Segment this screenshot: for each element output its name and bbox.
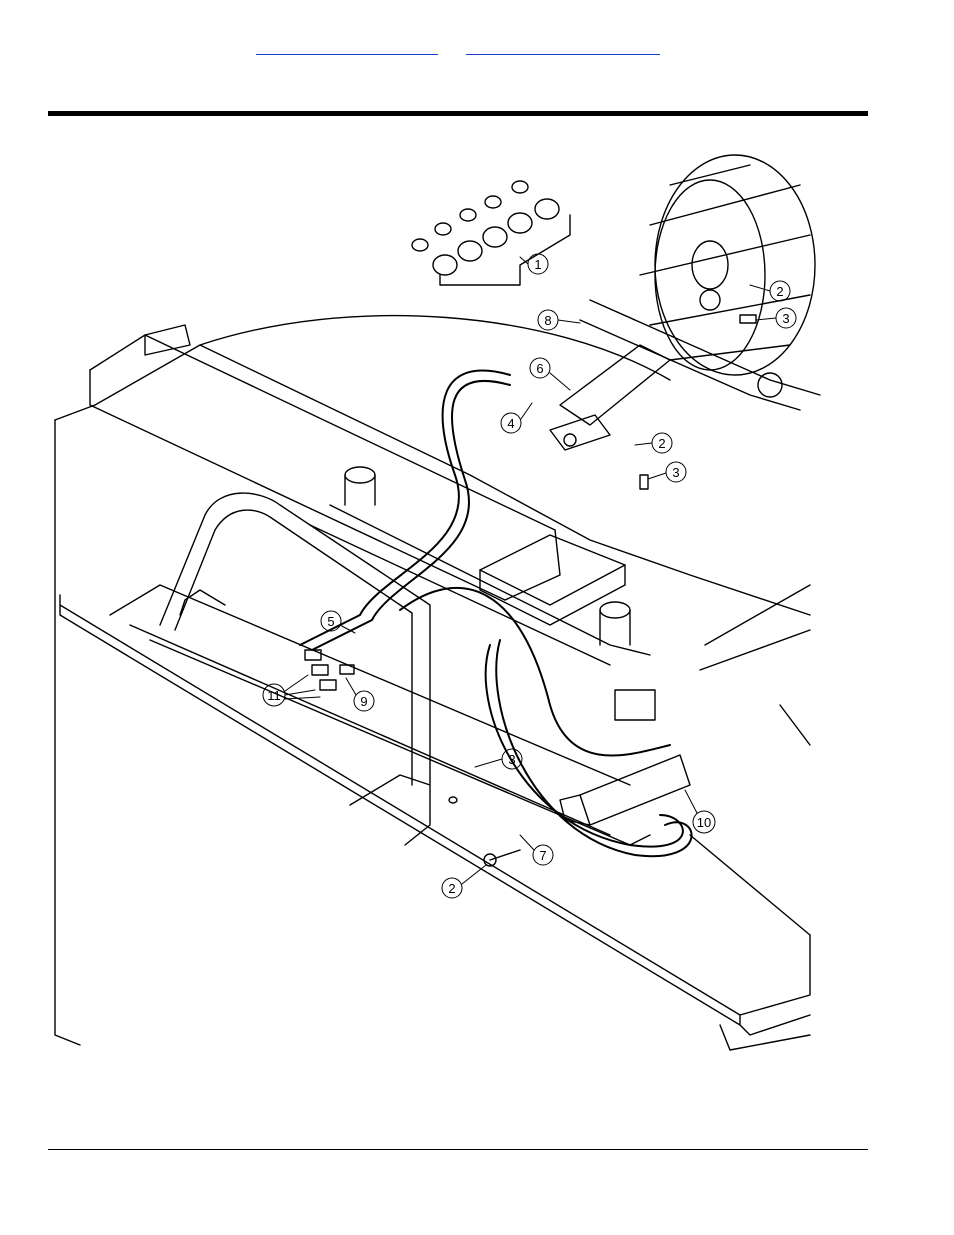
callout-9: 9: [346, 678, 374, 711]
callout-2a: 2: [750, 281, 790, 301]
callout-2b-label: 2: [658, 436, 665, 451]
callout-10: 10: [685, 790, 715, 833]
callout-3c: 3: [475, 749, 522, 769]
callout-10-label: 10: [697, 815, 711, 830]
callout-8: 8: [538, 310, 580, 330]
callout-3a-label: 3: [782, 311, 789, 326]
header-link-right[interactable]: [466, 40, 660, 55]
hydraulic-hoses: [300, 371, 692, 857]
callout-2a-label: 2: [776, 284, 783, 299]
callout-3b: 3: [648, 462, 686, 482]
callout-3c-label: 3: [508, 752, 515, 767]
callout-8-label: 8: [544, 313, 551, 328]
mount-plate: [480, 535, 625, 625]
callout-2b: 2: [635, 433, 672, 453]
mower-deck: [55, 316, 810, 1050]
header-rule: [48, 111, 868, 116]
callout-11: 11: [263, 675, 320, 706]
callout-3a: 3: [756, 308, 796, 328]
callout-2c: 2: [442, 865, 486, 898]
callout-11-label: 11: [267, 688, 281, 703]
callout-6: 6: [530, 358, 570, 390]
callout-1: 1: [520, 254, 548, 274]
hardware-pins: [449, 315, 756, 866]
callout-3b-label: 3: [672, 465, 679, 480]
parts-exploded-drawing: 1 2 3 8 6 4 2: [50, 145, 830, 1075]
main-tube: [90, 325, 560, 600]
callout-9-label: 9: [360, 694, 367, 709]
callout-7-label: 7: [539, 848, 546, 863]
footer-rule: [48, 1149, 868, 1150]
callout-1-label: 1: [534, 257, 541, 272]
callout-4: 4: [501, 403, 532, 433]
frame-rails: [110, 505, 650, 845]
callout-2c-label: 2: [448, 881, 455, 896]
header-link-left[interactable]: [256, 40, 438, 55]
callout-5-label: 5: [327, 614, 334, 629]
callout-6-label: 6: [536, 361, 543, 376]
gauge-wheel: [640, 155, 815, 375]
callout-7: 7: [520, 835, 553, 865]
callout-5: 5: [321, 611, 355, 633]
hydraulic-cylinder-lower: [560, 755, 690, 825]
quick-couplers: [305, 650, 354, 690]
hydraulic-cylinder-upper: [550, 345, 670, 450]
callout-4-label: 4: [507, 416, 514, 431]
